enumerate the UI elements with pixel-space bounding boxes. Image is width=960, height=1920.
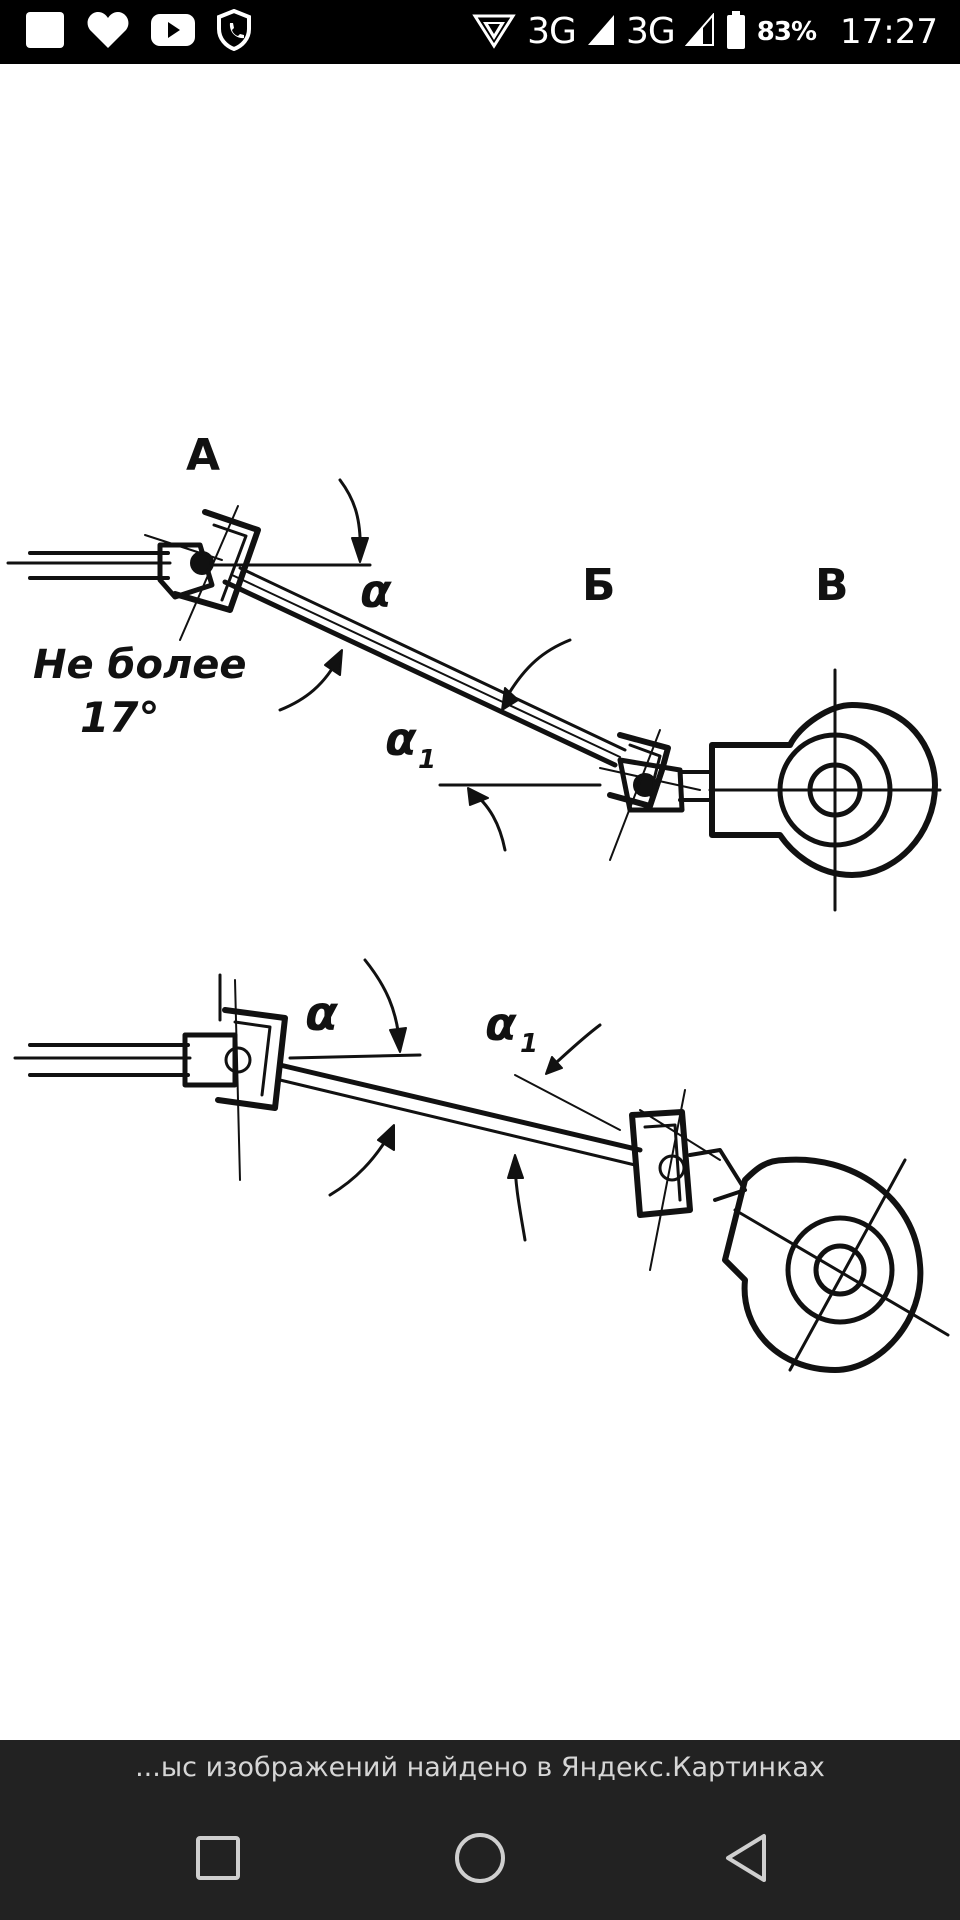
system-icons: 3G 3G 83% 17:27 (471, 8, 938, 56)
label-b: Б (582, 560, 616, 611)
note-line-1: Не более (33, 642, 247, 688)
image-viewer[interactable]: А Б В α α 1 Не более 17° α α 1 (0, 64, 960, 1740)
home-button[interactable] (445, 1826, 515, 1890)
youtube-icon (150, 12, 196, 52)
caption-text: ...ыс изображений найдено в Яндекс.Карти… (135, 1752, 825, 1783)
source-caption[interactable]: ...ыс изображений найдено в Яндекс.Карти… (0, 1740, 960, 1796)
label-a: А (186, 430, 220, 481)
network-type-1: 3G (527, 11, 577, 52)
shield-phone-icon (216, 8, 252, 55)
battery-icon (725, 10, 747, 54)
alpha-top-label: α (360, 564, 392, 618)
navigation-bar (0, 1796, 960, 1920)
recents-square-icon (196, 1836, 240, 1880)
label-v: В (815, 560, 849, 611)
heart-icon (86, 10, 130, 54)
network-type-2: 3G (625, 11, 676, 52)
clock: 17:27 (840, 12, 938, 52)
home-circle-icon (455, 1833, 505, 1883)
notification-icons (24, 8, 252, 55)
back-triangle-icon (726, 1834, 766, 1882)
battery-percent: 83% (756, 17, 817, 47)
note-line-2: 17° (80, 693, 159, 742)
gallery-icon (24, 10, 66, 54)
alpha1-top-subscript: 1 (418, 745, 436, 775)
cardan-shaft-diagram: А Б В α α 1 Не более 17° α α 1 (6, 430, 950, 1373)
signal-icon-2 (684, 12, 715, 51)
signal-icon (586, 13, 616, 51)
recents-button[interactable] (183, 1826, 253, 1890)
hotspot-icon (471, 10, 517, 54)
alpha1-bottom-label: α (485, 997, 517, 1051)
alpha1-bottom-subscript: 1 (520, 1029, 538, 1059)
alpha1-top-label: α (385, 712, 417, 766)
alpha-bottom-label: α (305, 986, 339, 1042)
status-bar: 3G 3G 83% 17:27 (0, 0, 960, 64)
back-button[interactable] (711, 1826, 781, 1890)
